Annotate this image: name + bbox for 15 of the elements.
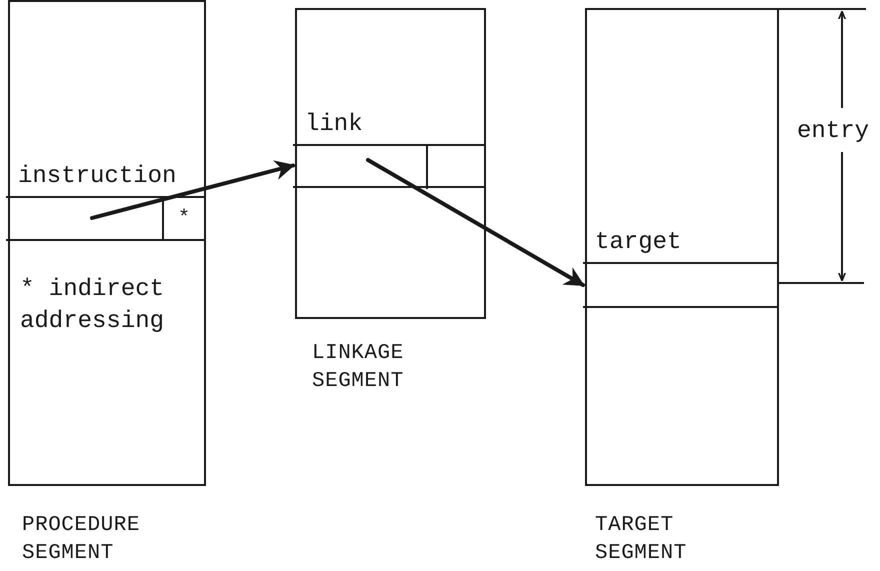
note-text: entry [797, 117, 870, 147]
memory-segment [8, 0, 206, 486]
word-label: instruction [17, 162, 178, 192]
memory-segment [585, 8, 779, 486]
arrow [366, 158, 585, 287]
arrow [90, 160, 295, 220]
word-label: target [594, 228, 682, 258]
memory-segment [295, 8, 486, 319]
segment-caption: TARGET SEGMENT [595, 513, 688, 567]
word-label: link [304, 110, 364, 140]
segment-caption: PROCEDURE SEGMENT [22, 513, 141, 567]
segment-caption: LINKAGE SEGMENT [312, 341, 405, 395]
memory-word [293, 110, 484, 188]
flag-mark: * [178, 207, 190, 230]
note-text: * indirect addressing [20, 275, 166, 337]
